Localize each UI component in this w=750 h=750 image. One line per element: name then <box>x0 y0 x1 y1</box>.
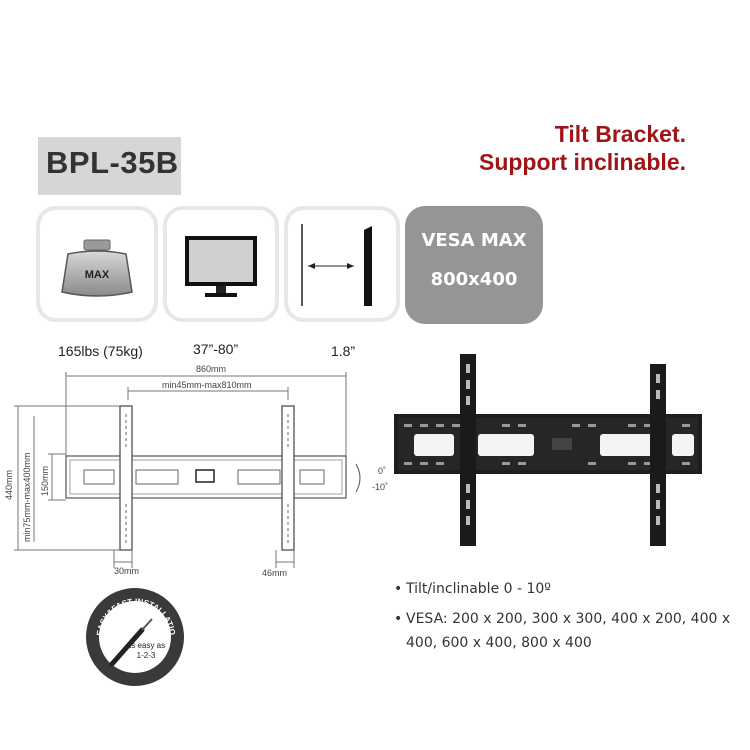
easy-install-badge: EASY&FAST INSTALLATION as easy as 1-2-3 <box>84 586 184 686</box>
dimension-width-range: min45mm-max810mm <box>162 380 252 390</box>
vesa-max-tile: VESA MAX 800x400 <box>405 206 543 324</box>
dimension-drawing: 860mm min45mm-max810mm 440mm min75mm-max… <box>4 364 388 578</box>
spec-list: • Tilt/inclinable 0 - 10º • VESA: 200 x … <box>394 577 740 655</box>
dimension-right-offset: 46mm <box>262 568 287 578</box>
profile-caption: 1.8” <box>331 343 356 359</box>
bracket-photo <box>394 354 702 546</box>
weight-icon-text: MAX <box>85 269 110 281</box>
screwdriver-icon <box>109 618 153 667</box>
badge-line2: 1-2-3 <box>137 651 156 660</box>
dimension-height-inner: 150mm <box>40 466 50 496</box>
weight-icon: MAX <box>61 239 133 297</box>
weight-caption: 165lbs (75kg) <box>58 343 143 359</box>
screen-size-caption: 37”-80” <box>193 341 239 357</box>
tagline-line1: Tilt Bracket. <box>554 121 686 147</box>
dimension-left-offset: 30mm <box>114 566 139 576</box>
badge-line1: as easy as <box>127 641 165 650</box>
monitor-icon <box>185 236 257 297</box>
dimension-height-total: 440mm <box>4 470 14 500</box>
tilt-bottom-label: -10˚ <box>372 482 388 492</box>
tagline-line2: Support inclinable. <box>478 149 686 175</box>
spec-vesa: VESA: 200 x 200, 300 x 300, 400 x 200, 4… <box>406 611 731 651</box>
model-name: BPL-35B <box>46 145 179 180</box>
bullet-dot: • <box>394 611 403 627</box>
vesa-max-label: VESA MAX <box>421 230 527 251</box>
tilt-top-label: 0˚ <box>378 466 386 476</box>
spec-tilt: Tilt/inclinable 0 - 10º <box>406 581 551 597</box>
spec-item: • Tilt/inclinable 0 - 10º <box>394 577 740 601</box>
profile-tile <box>284 206 400 322</box>
weight-tile: MAX <box>36 206 158 322</box>
wall-profile-icon <box>301 224 372 306</box>
screen-size-tile <box>163 206 279 322</box>
dimension-width-total: 860mm <box>196 364 226 374</box>
vesa-max-value: 800x400 <box>430 269 518 290</box>
tagline: Tilt Bracket. Support inclinable. <box>479 120 686 176</box>
dimension-height-range: min75mm-max400mm <box>22 452 32 542</box>
spec-item: • VESA: 200 x 200, 300 x 300, 400 x 200,… <box>394 607 740 655</box>
model-label-box: BPL-35B <box>38 137 181 195</box>
bullet-dot: • <box>394 581 403 597</box>
